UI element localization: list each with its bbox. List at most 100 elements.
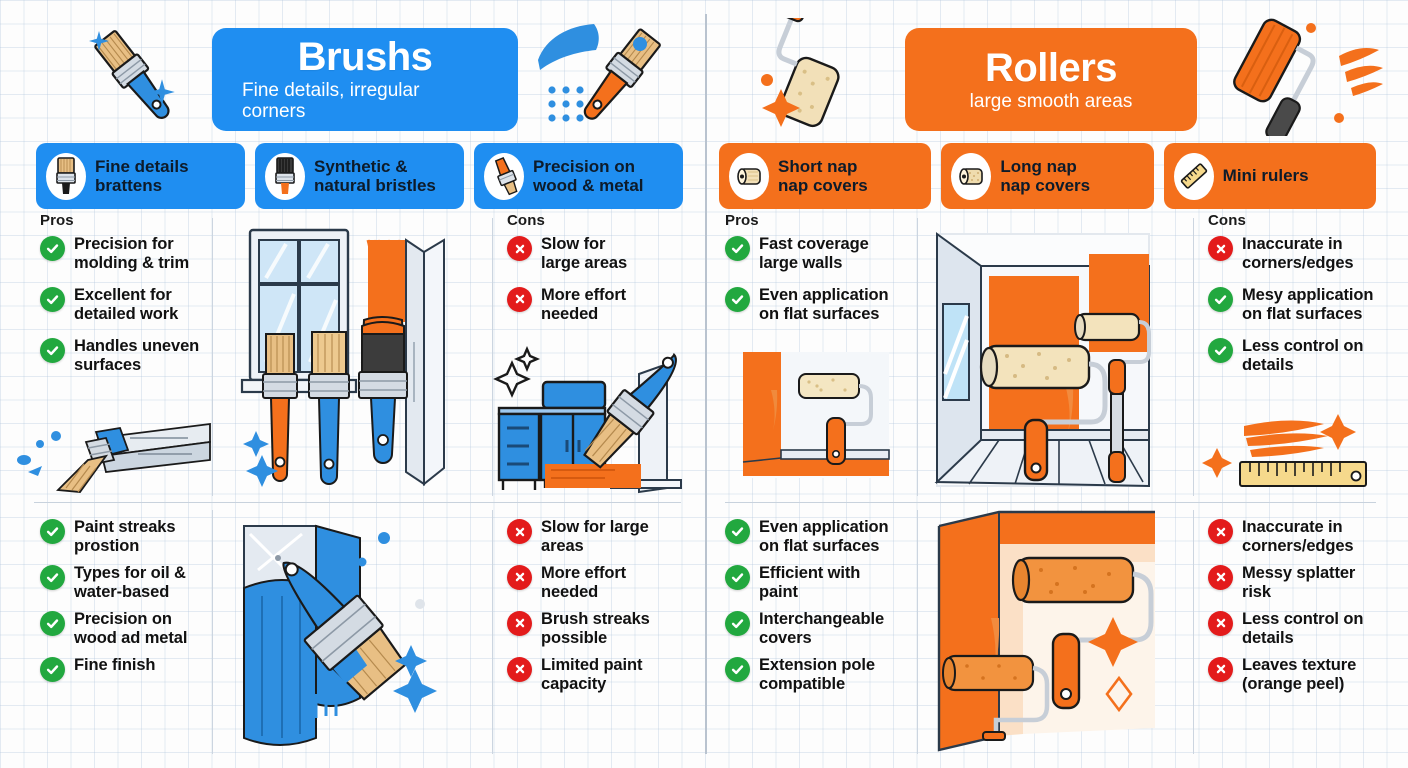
check-icon: [725, 610, 750, 636]
paint-roller-icon: [729, 152, 769, 200]
list-item: Paint streaks prostion: [40, 518, 212, 556]
rollers-bottom-row: Even application on flat surfaces Effici…: [705, 504, 1408, 760]
cross-icon: [1208, 656, 1233, 682]
list-item: Slow for large areas: [507, 518, 705, 556]
roller-wall-corner-illustration: [742, 352, 890, 478]
cons-heading: Cons: [1208, 212, 1246, 229]
list-item-label: Efficient with paint: [759, 563, 861, 601]
badge-synthetic-natural-bristles[interactable]: Synthetic & natural bristles: [255, 143, 464, 209]
sparkle-icon: [89, 31, 109, 51]
decorative-roller-icon: [761, 18, 840, 128]
list-item-label: Precision for molding & trim: [74, 235, 190, 272]
cross-icon: [507, 656, 532, 682]
list-item-label: Mesy application on flat surfaces: [1242, 285, 1374, 323]
list-item: Less control on details: [1208, 337, 1408, 375]
brushes-pros-column-top: Pros Precision for molding & trim Excell…: [0, 212, 212, 502]
brushes-panel: Brushs Fine details, irregular corners: [0, 24, 705, 760]
cross-icon: [1208, 519, 1233, 544]
badge-label: Precision on wood & metal: [533, 156, 644, 195]
list-item-label: Slow for large areas: [541, 518, 649, 555]
badge-fine-details[interactable]: Fine details brattens: [36, 143, 245, 209]
list-item: Excellent for detailed work: [40, 286, 212, 324]
rollers-cons-column-top: Cons Inaccurate in corners/edges Mesy ap…: [1194, 212, 1408, 502]
check-icon: [725, 236, 750, 261]
badge-long-nap[interactable]: Long nap nap covers: [941, 143, 1154, 209]
paint-brush-icon: [265, 152, 305, 200]
list-item-label: Inaccurate in corners/edges: [1242, 235, 1354, 272]
list-item: Interchangeable covers: [725, 610, 917, 648]
list-item: Limited paint capacity: [507, 656, 705, 694]
list-item: Brush streaks possible: [507, 610, 705, 648]
list-item: More effort needed: [507, 564, 705, 602]
rollers-top-illustration-area: [917, 212, 1194, 502]
list-item: Types for oil & water-based: [40, 564, 212, 602]
list-item-label: Paint streaks prostion: [74, 518, 176, 555]
check-icon: [725, 286, 750, 312]
brushes-bottom-illustration-area: [212, 504, 493, 760]
badge-label: Long nap nap covers: [1000, 156, 1091, 195]
badge-precision-wood-metal[interactable]: Precision on wood & metal: [474, 143, 683, 209]
cross-icon: [1208, 564, 1233, 590]
list-item: Handles uneven surfaces: [40, 337, 212, 375]
brushes-title: Brushs: [297, 35, 433, 80]
brushes-subtitle: Fine details, irregular corners: [242, 80, 420, 122]
cross-icon: [507, 519, 532, 544]
list-item: Messy splatter risk: [1208, 564, 1408, 602]
badge-label: Mini rulers: [1222, 166, 1309, 186]
list-item-label: Limited paint capacity: [541, 655, 643, 693]
list-item-label: Extension pole compatible: [759, 655, 875, 693]
cross-icon: [507, 286, 532, 312]
check-icon: [725, 519, 750, 544]
rollers-panel: Rollers large smooth areas: [705, 0, 1408, 768]
brushes-bottom-row: Paint streaks prostion Types for oil & w…: [0, 504, 705, 760]
list-item-label: Less control on details: [1242, 336, 1364, 374]
list-item-label: Messy splatter risk: [1242, 563, 1356, 601]
window-and-brushes-illustration: [240, 228, 445, 487]
badge-short-nap[interactable]: Short nap nap covers: [719, 143, 932, 209]
rollers-subtitle: large smooth areas: [969, 90, 1133, 112]
rollers-top-row: Pros Fast coverage large walls Even appl…: [705, 212, 1408, 502]
badge-mini-rulers[interactable]: Mini rulers: [1163, 143, 1376, 209]
ruler-and-paint-stroke-illustration: [1202, 414, 1367, 487]
furniture-painting-illustration: [493, 345, 682, 494]
rollers-hero: Rollers large smooth areas: [705, 0, 1408, 136]
pros-heading: Pros: [40, 212, 74, 229]
badge-label: Fine details brattens: [95, 156, 189, 195]
row-divider: [725, 502, 1376, 503]
check-icon: [40, 564, 65, 590]
brushes-title-banner: Brushs Fine details, irregular corners: [212, 28, 518, 131]
check-icon: [1208, 337, 1233, 363]
list-item-label: Even application on flat surfaces: [759, 285, 889, 323]
list-item-label: Handles uneven surfaces: [74, 336, 200, 374]
list-item-label: Inaccurate in corners/edges: [1242, 518, 1354, 555]
check-icon: [40, 656, 65, 682]
brushes-cons-column-top: Cons Slow for large areas More effort ne…: [493, 212, 705, 502]
list-item-label: More effort needed: [541, 285, 627, 323]
list-item: Inaccurate in corners/edges: [1208, 518, 1408, 556]
list-item: Slow for large areas: [507, 235, 705, 273]
decorative-brush-icon: [94, 30, 170, 119]
decorative-brush-stroke-icon: [538, 24, 661, 122]
list-item: Less control on details: [1208, 610, 1408, 648]
list-item: Mesy application on flat surfaces: [1208, 286, 1408, 324]
list-item: Precision for molding & trim: [40, 235, 212, 273]
list-item-label: Fine finish: [74, 655, 156, 674]
cross-icon: [507, 564, 532, 590]
list-item-label: Fast coverage large walls: [759, 235, 869, 272]
list-item: Leaves texture (orange peel): [1208, 656, 1408, 694]
cross-icon: [507, 610, 532, 636]
check-icon: [40, 337, 65, 363]
list-item-label: Slow for large areas: [541, 235, 628, 272]
brushes-top-row: Pros Precision for molding & trim Excell…: [0, 212, 705, 502]
check-icon: [1208, 286, 1233, 312]
list-item: Fine finish: [40, 656, 212, 682]
list-item-label: Precision on wood ad metal: [74, 609, 188, 647]
check-icon: [725, 656, 750, 682]
check-icon: [40, 236, 65, 261]
sparkle-icon: [149, 79, 175, 105]
list-item: More effort needed: [507, 286, 705, 324]
paint-roller-icon: [951, 152, 992, 200]
list-item-label: Leaves texture (orange peel): [1242, 655, 1357, 693]
list-item: Even application on flat surfaces: [725, 518, 917, 556]
list-item: Even application on flat surfaces: [725, 286, 917, 324]
